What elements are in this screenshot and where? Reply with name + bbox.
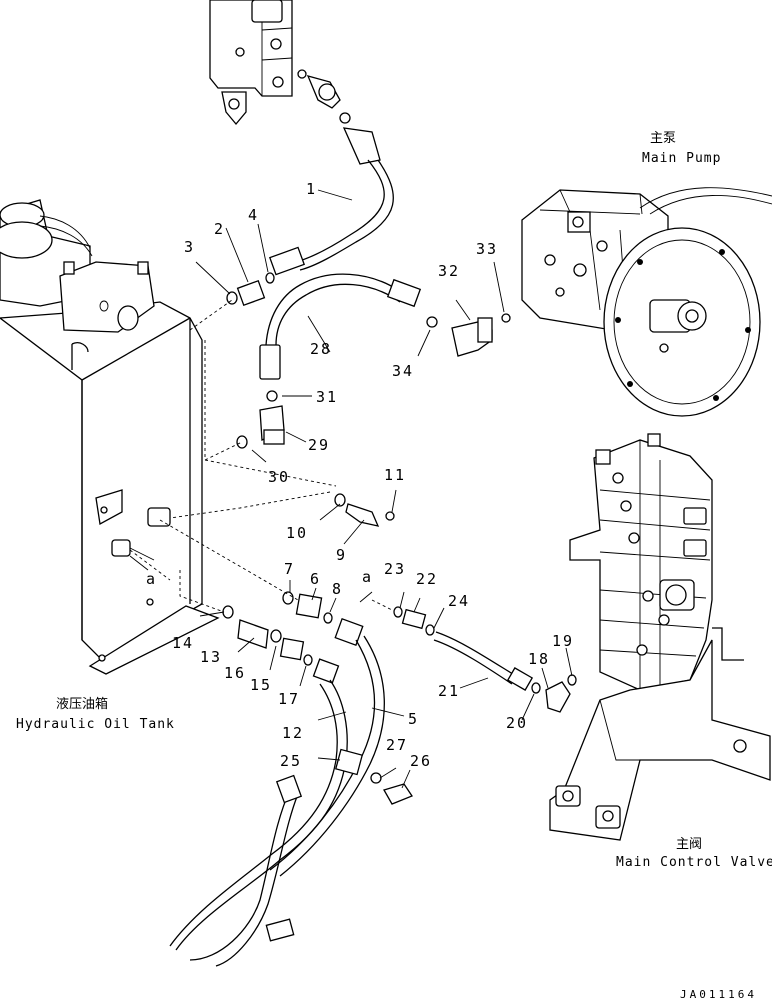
part-num-30: 30	[268, 468, 290, 486]
reference-lines	[129, 299, 393, 613]
part-num-19: 19	[552, 632, 574, 650]
hose-1	[268, 112, 394, 276]
part-num-9: 9	[336, 546, 347, 564]
part-num-12: 12	[282, 724, 304, 742]
part-num-16: 16	[224, 664, 246, 682]
part-num-24: 24	[448, 592, 470, 610]
part-num-33: 33	[476, 240, 498, 258]
hydraulic-oil-tank-en-label: Hydraulic Oil Tank	[16, 717, 175, 732]
top-valve-block	[209, 0, 341, 126]
elbow-32	[451, 313, 511, 357]
part-num-28: 28	[310, 340, 332, 358]
component-labels: 主泵 Main Pump 液压油箱 Hydraulic Oil Tank 主阀 …	[16, 131, 772, 1001]
drawing-code: JA011164	[680, 988, 757, 1001]
main-pump-cn-label: 主泵	[650, 131, 676, 146]
part-num-32: 32	[438, 262, 460, 280]
leader-lines	[129, 189, 573, 789]
hoses-5-12	[169, 618, 413, 967]
part-num-25: 25	[280, 752, 302, 770]
hydraulic-oil-tank	[0, 199, 220, 675]
part-num-34: 34	[392, 362, 414, 380]
part-num-11: 11	[384, 466, 406, 484]
part-num-10: 10	[286, 524, 308, 542]
part-num-18: 18	[528, 650, 550, 668]
part-num-20: 20	[506, 714, 528, 732]
fittings-29-30-31	[236, 390, 285, 449]
main-pump-en-label: Main Pump	[642, 151, 721, 166]
part-num-23: 23	[384, 560, 406, 578]
part-num-31: 31	[316, 388, 338, 406]
part-num-22: 22	[416, 570, 438, 588]
main-control-valve-en-label: Main Control Valve	[616, 855, 772, 870]
part-num-8: 8	[332, 580, 343, 598]
part-num-26: 26	[410, 752, 432, 770]
part-num-1: 1	[306, 180, 317, 198]
part-num-6: 6	[310, 570, 321, 588]
part-numbers: 1 2 3 4 5 6 7 8 9 10 11 12 13 14 15 16 1…	[146, 180, 574, 770]
part-num-21: 21	[438, 682, 460, 700]
part-num-2: 2	[214, 220, 225, 238]
main-control-valve-cn-label: 主阀	[676, 837, 702, 852]
fittings-6-to-17	[222, 493, 395, 666]
part-num-17: 17	[278, 690, 300, 708]
part-num-14: 14	[172, 634, 194, 652]
main-control-valve	[549, 433, 771, 841]
part-num-27: 27	[386, 736, 408, 754]
part-num-5: 5	[408, 710, 419, 728]
view-mark-a-tank: a	[146, 570, 157, 588]
hose-28	[259, 273, 438, 380]
part-num-13: 13	[200, 648, 222, 666]
view-mark-a-center: a	[362, 568, 373, 586]
part-num-7: 7	[284, 560, 295, 578]
part-num-4: 4	[248, 206, 259, 224]
part-num-3: 3	[184, 238, 195, 256]
fittings-2-3-4	[226, 272, 275, 307]
main-pump	[521, 187, 772, 417]
part-num-15: 15	[250, 676, 272, 694]
part-num-29: 29	[308, 436, 330, 454]
hose-21	[393, 606, 577, 713]
hydraulic-oil-tank-cn-label: 液压油箱	[56, 696, 108, 712]
